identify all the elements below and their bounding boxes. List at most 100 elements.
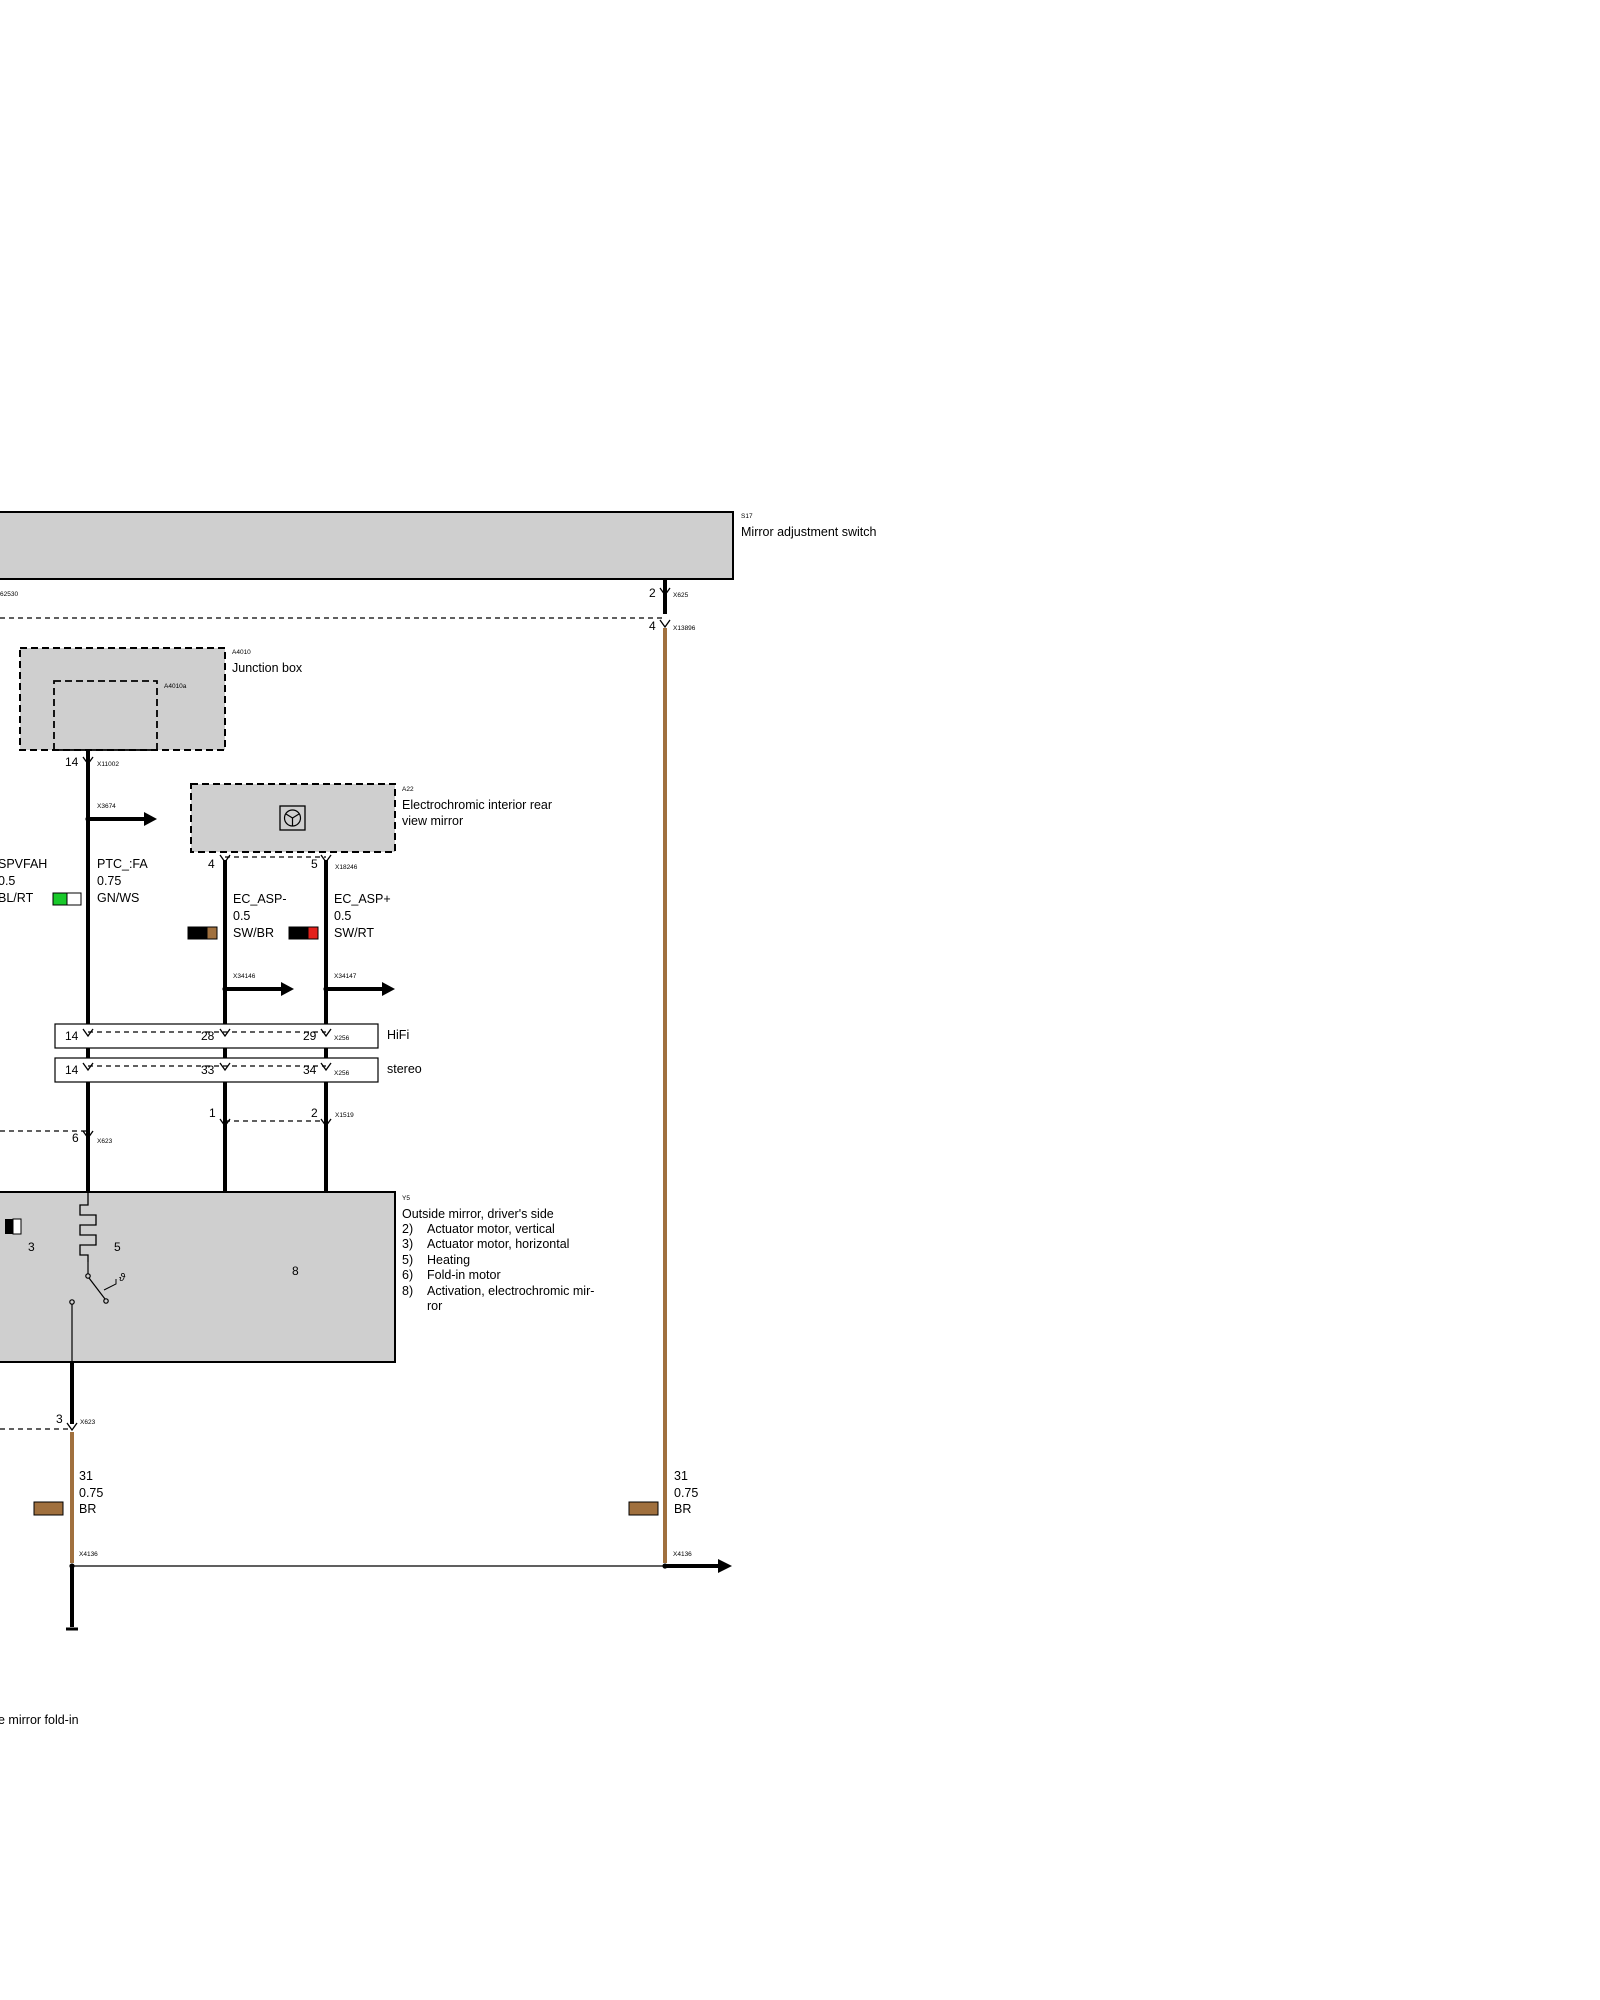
s17-id: S17 — [741, 513, 753, 520]
mirror-adjustment-switch-box[interactable] — [0, 511, 734, 580]
left-ground-signal: 31 — [79, 1469, 93, 1483]
y5-legend-num: 6) — [402, 1268, 413, 1282]
mirror-symbol-icon — [279, 805, 306, 831]
right-ground-brown-swatch — [628, 1501, 659, 1516]
ec-plus-size: 0.5 — [334, 909, 351, 923]
ec-minus-color: SW/BR — [233, 926, 274, 940]
y5-legend-text: Actuator motor, horizontal — [427, 1237, 569, 1251]
ec-minus-signal: EC_ASP- — [233, 892, 287, 906]
a4010a-id: A4010a — [164, 683, 187, 690]
left-ground-brown-swatch — [33, 1501, 64, 1516]
x623-pin3-chevron — [66, 1422, 78, 1432]
ptc-wire-green-swatch — [52, 892, 68, 906]
y5-legend-text: Heating — [427, 1253, 470, 1267]
x18246-connector-id: X18246 — [335, 864, 358, 871]
right-ground-signal: 31 — [674, 1469, 688, 1483]
x256-stereo-pin-a: 14 — [65, 1063, 79, 1077]
y5-id: Y5 — [402, 1195, 410, 1202]
x1519-pin2-chevron — [320, 1118, 332, 1128]
x625-connector-id: X625 — [673, 592, 689, 599]
y5-legend: 2) Actuator motor, vertical 3) Actuator … — [402, 1222, 594, 1313]
heating-element-icon — [79, 1192, 97, 1262]
y5-internal-label-5: 5 — [114, 1240, 121, 1254]
a22-id: A22 — [402, 786, 414, 793]
x623-pin6-chevron — [82, 1130, 94, 1140]
left-wire-size: 0.5 — [0, 874, 15, 888]
thermal-switch-contact-bottom — [103, 1298, 109, 1304]
x256-stereo-pin-c: 34 — [303, 1063, 317, 1077]
left-ground-color: BR — [79, 1502, 96, 1516]
x3674-arrow-icon — [144, 812, 157, 826]
x13896-connector-id: X13896 — [673, 625, 696, 632]
a22-pin-5: 5 — [311, 857, 318, 871]
x623-pin-6: 6 — [72, 1131, 79, 1145]
y5-legend-num: 5) — [402, 1253, 413, 1267]
x256-stereo-chevron-1 — [82, 1062, 94, 1072]
x1519-pin1-chevron — [219, 1118, 231, 1128]
x256-hifi-strip[interactable] — [54, 1023, 379, 1049]
x4136-arrow-icon — [718, 1559, 732, 1573]
junction-box[interactable] — [19, 647, 226, 751]
s17-left-connector: 62530 — [0, 591, 18, 598]
right-ground-color: BR — [674, 1502, 691, 1516]
outside-mirror-driver-side-box[interactable] — [0, 1191, 396, 1363]
electrochromic-interior-mirror-box[interactable] — [190, 783, 396, 853]
x34146-arrow-icon — [281, 982, 294, 996]
a4010-id: A4010 — [232, 649, 251, 656]
diagram-caption: e mirror fold-in — [0, 1713, 79, 1727]
x256-stereo-connector-id: X256 — [334, 1070, 350, 1077]
x34147-arrow-icon — [382, 982, 395, 996]
y5-name: Outside mirror, driver's side — [402, 1207, 554, 1221]
ptc-wire-size: 0.75 — [97, 874, 121, 888]
x256-stereo-pin-b: 33 — [201, 1063, 215, 1077]
x256-hifi-chevron-3 — [320, 1028, 332, 1038]
x625-pin-chevron — [659, 587, 671, 597]
x256-hifi-connector-id: X256 — [334, 1035, 350, 1042]
left-wire-signal: SPVFAH — [0, 857, 47, 871]
x4136-right-connector-id: X4136 — [673, 1551, 692, 1558]
thermal-switch-step-icon — [103, 1279, 117, 1291]
ec-plus-red-swatch — [307, 926, 319, 940]
x1519-pin-2: 2 — [311, 1106, 318, 1120]
s17-name: Mirror adjustment switch — [741, 525, 876, 539]
x34146-connector-id: X34146 — [233, 973, 256, 980]
x256-stereo-strip[interactable] — [54, 1057, 379, 1083]
y5-legend-text: Actuator motor, vertical — [427, 1222, 555, 1236]
ec-plus-black-swatch — [288, 926, 309, 940]
ptc-wire-white-swatch — [66, 892, 82, 906]
junction-box-sub-module — [53, 680, 158, 751]
x256-hifi-pin-c: 29 — [303, 1029, 317, 1043]
x256-stereo-chevron-3 — [320, 1062, 332, 1072]
x625-pin-number: 2 — [649, 586, 656, 600]
ptc-wire-signal: PTC_:FA — [97, 857, 148, 871]
y5-legend-num: 3) — [402, 1237, 413, 1251]
x256-hifi-pin-a: 14 — [65, 1029, 79, 1043]
x256-hifi-chevron-2 — [219, 1028, 231, 1038]
y5-internal-label-3: 3 — [28, 1240, 35, 1254]
ec-minus-brown-swatch — [206, 926, 218, 940]
y5-legend-text: Activation, electrochromic mir- — [427, 1284, 594, 1298]
thermal-switch-blade — [88, 1277, 106, 1300]
y5-legend-text: Fold-in motor — [427, 1268, 501, 1282]
x1519-pin-1: 1 — [209, 1106, 216, 1120]
thermal-theta-symbol: ϑ — [119, 1272, 126, 1284]
x256-hifi-pin-b: 28 — [201, 1029, 215, 1043]
y5-legend-num: 8) — [402, 1284, 413, 1298]
y5-legend-text: ror — [427, 1299, 442, 1313]
x13896-pin-number: 4 — [649, 619, 656, 633]
x256-hifi-chevron-1 — [82, 1028, 94, 1038]
x623-bottom-connector-id: X623 — [80, 1419, 96, 1426]
right-ground-size: 0.75 — [674, 1486, 698, 1500]
x623-pin-3: 3 — [56, 1412, 63, 1426]
x34147-connector-id: X34147 — [334, 973, 357, 980]
x623-top-connector-id: X623 — [97, 1138, 113, 1145]
y5-legend-num: 2) — [402, 1222, 413, 1236]
x3674-connector-id: X3674 — [97, 803, 116, 810]
a22-name-line2: view mirror — [402, 814, 463, 828]
left-wire-color: BL/RT — [0, 891, 34, 905]
x256-hifi-label: HiFi — [387, 1028, 409, 1042]
ec-plus-signal: EC_ASP+ — [334, 892, 391, 906]
x256-stereo-chevron-2 — [219, 1062, 231, 1072]
a22-pin-4: 4 — [208, 857, 215, 871]
